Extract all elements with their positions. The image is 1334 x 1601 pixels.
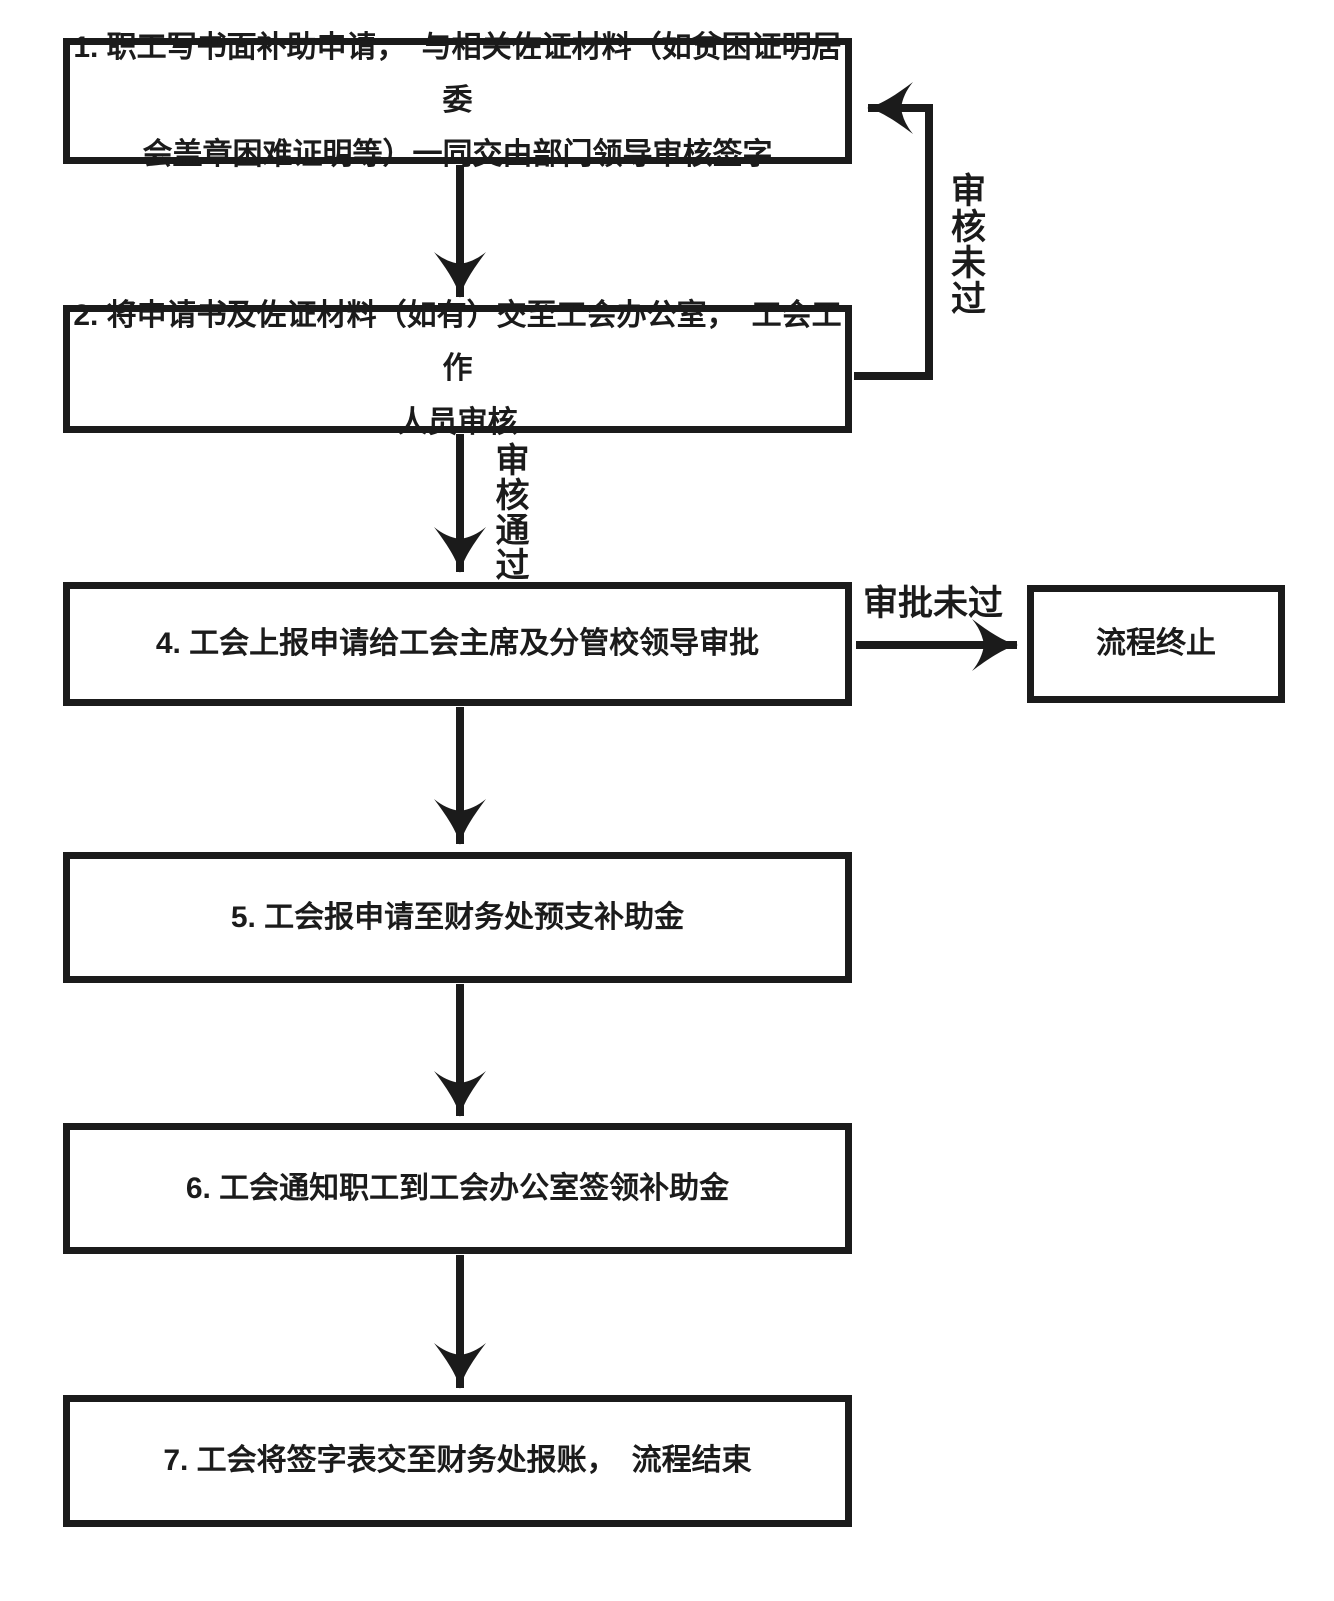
step-6-box: 6. 工会通知职工到工会办公室签领补助金 xyxy=(63,1123,852,1254)
step-text-line: 7. 工会将签字表交至财务处报账， 流程结束 xyxy=(163,1444,752,1478)
step-text-line: 2. 将申请书及佐证材料（如有）交至工会办公室， 工会工作 xyxy=(73,298,842,386)
step-text-line: 人员审核 xyxy=(397,405,518,439)
step-text-line: 4. 工会上报申请给工会主席及分管校领导审批 xyxy=(155,627,760,661)
terminate-label: 流程终止 xyxy=(1096,627,1216,661)
step-1-box: 1. 职工写书面补助申请， 与相关佐证材料（如贫困证明居委 会盖章困难证明等）一… xyxy=(63,31,852,171)
step-5-box: 5. 工会报申请至财务处预支补助金 xyxy=(63,852,852,983)
label-review-failed: 审核未过 xyxy=(946,172,985,316)
terminate-box: 流程终止 xyxy=(1027,585,1285,703)
step-text-line: 5. 工会报申请至财务处预支补助金 xyxy=(230,900,685,934)
step-text-line: 1. 职工写书面补助申请， 与相关佐证材料（如贫困证明居委 xyxy=(73,30,842,118)
step-7-box: 7. 工会将签字表交至财务处报账， 流程结束 xyxy=(63,1395,852,1527)
step-text-line: 6. 工会通知职工到工会办公室签领补助金 xyxy=(185,1171,730,1205)
step-2-box: 2. 将申请书及佐证材料（如有）交至工会办公室， 工会工作 人员审核 xyxy=(63,299,852,439)
label-review-passed: 审核通过 xyxy=(490,442,528,582)
step-4-box: 4. 工会上报申请给工会主席及分管校领导审批 xyxy=(63,582,852,706)
step-text-line: 会盖章困难证明等）一同交由部门领导审核签字 xyxy=(142,137,773,171)
arrow-review-failed-feedback xyxy=(854,82,933,380)
label-approval-failed: 审批未过 xyxy=(863,584,1004,623)
